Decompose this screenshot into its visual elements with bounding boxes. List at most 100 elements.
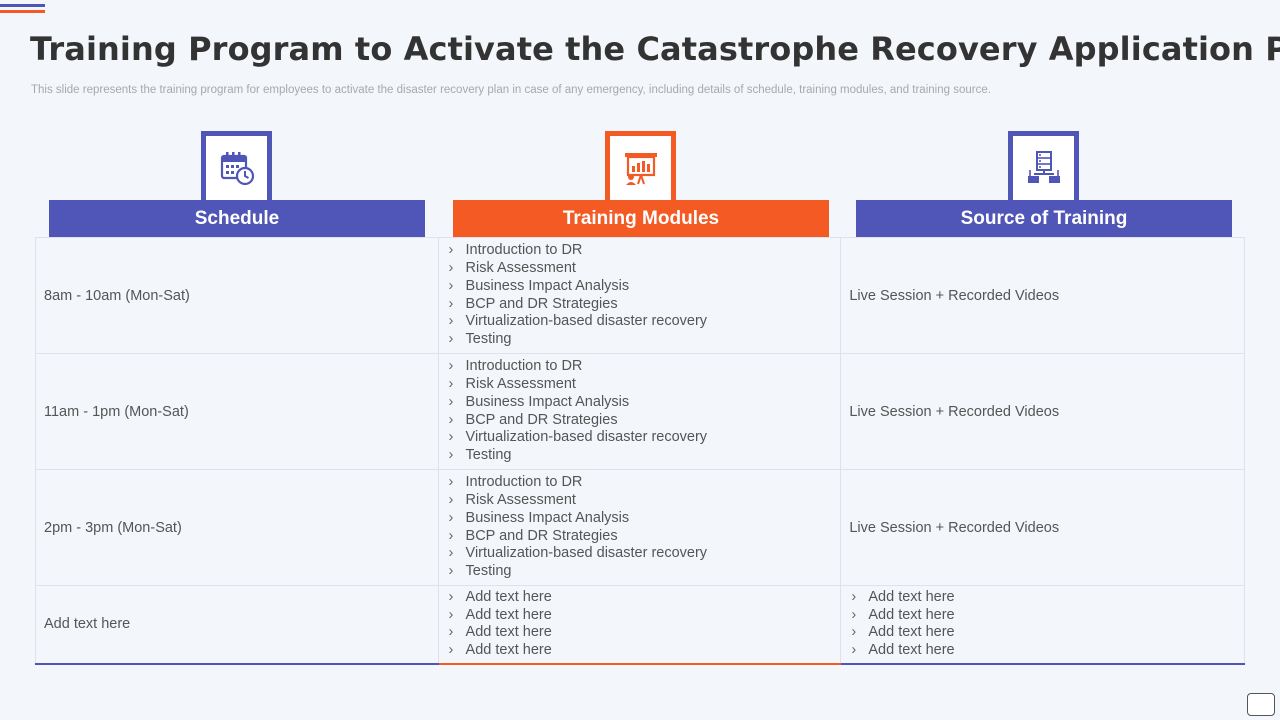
chevron-right-icon: › xyxy=(448,624,454,641)
modules-list: › Introduction to DR › Risk Assessment › Busi… xyxy=(447,474,841,580)
list-item-label: Add text here xyxy=(465,624,552,641)
schedule-icon-box xyxy=(201,131,272,200)
list-item-label: BCP and DR Strategies xyxy=(465,527,618,544)
list-item-label: Virtualization-based disaster recovery xyxy=(465,429,708,446)
chevron-right-icon: › xyxy=(448,260,454,277)
source-icon-box xyxy=(1008,131,1079,200)
list-item-label: Add text here xyxy=(465,606,552,623)
list-item-label: Risk Assessment xyxy=(465,260,576,277)
list-item: › Virtualization-based disaster recovery xyxy=(447,429,841,447)
list-item-label: Virtualization-based disaster recovery xyxy=(465,313,708,330)
list-item: › Add text here xyxy=(849,642,1244,660)
chevron-right-icon: › xyxy=(448,313,454,330)
modules-cell: › Introduction to DR › Risk Assessment › Busi… xyxy=(437,353,842,470)
modules-list: › Introduction to DR › Risk Assessment › Busi… xyxy=(447,358,841,464)
list-item-label: Testing xyxy=(465,446,512,463)
chevron-right-icon: › xyxy=(448,376,454,393)
list-item: › Risk Assessment xyxy=(447,260,841,278)
chevron-right-icon: › xyxy=(448,330,454,347)
slide-title: Training Program to Activate the Catastr… xyxy=(30,30,1280,68)
presentation-board-icon xyxy=(624,153,657,185)
schedule-cell: Add text here xyxy=(35,585,439,665)
list-item: ›Testing xyxy=(447,563,841,581)
list-item: › BCP and DR Strategies xyxy=(447,412,841,430)
server-network-icon xyxy=(1027,151,1060,183)
list-item: › Business Impact Analysis xyxy=(447,394,841,412)
training-modules-icon-box xyxy=(605,131,676,200)
list-item-label: Risk Assessment xyxy=(465,376,576,393)
list-item-label: Add text here xyxy=(868,641,955,658)
source-cell: › Add text here › Add text here › Add text he… xyxy=(840,585,1245,665)
chevron-right-icon: › xyxy=(448,509,454,526)
column-header-training-modules: Training Modules xyxy=(453,200,829,238)
chevron-right-icon: › xyxy=(448,393,454,410)
chevron-right-icon: › xyxy=(448,474,454,491)
chevron-right-icon: › xyxy=(851,641,857,658)
schedule-cell: 11am - 1pm (Mon-Sat) xyxy=(35,353,439,470)
training-program-table: 8am - 10am (Mon-Sat)›Introduction to DR›… xyxy=(35,237,1245,665)
list-item-label: Business Impact Analysis xyxy=(465,393,630,410)
list-item: › Introduction to DR xyxy=(447,358,841,376)
source-list: › Add text here › Add text here › Add text he… xyxy=(849,589,1244,660)
chevron-right-icon: › xyxy=(448,562,454,579)
list-item: ›BCP and DR Strategies xyxy=(447,296,841,314)
chevron-right-icon: › xyxy=(448,545,454,562)
list-item-label: Business Impact Analysis xyxy=(465,277,630,294)
list-item: › Add text here xyxy=(447,607,841,625)
list-item-label: Introduction to DR xyxy=(465,358,583,375)
chevron-right-icon: › xyxy=(448,606,454,623)
list-item: › Introduction to DR xyxy=(447,474,841,492)
list-item: › Risk Assessment xyxy=(447,376,841,394)
chevron-right-icon: › xyxy=(448,641,454,658)
list-item-label: Add text here xyxy=(868,606,955,623)
list-item-label: Add text here xyxy=(868,624,955,641)
chevron-right-icon: › xyxy=(448,429,454,446)
chevron-right-icon: › xyxy=(851,624,857,641)
schedule-cell: 2pm - 3pm (Mon-Sat) xyxy=(35,469,439,586)
list-item-label: Business Impact Analysis xyxy=(465,509,630,526)
chevron-right-icon: › xyxy=(448,242,454,259)
slide-nav-button[interactable] xyxy=(1247,693,1275,716)
list-item: › Add text here xyxy=(849,589,1244,607)
list-item-label: Virtualization-based disaster recovery xyxy=(465,545,708,562)
modules-list: ›Introduction to DR›Risk Assessment›Busi… xyxy=(447,242,841,348)
chevron-right-icon: › xyxy=(448,277,454,294)
list-item: › Add text here xyxy=(447,642,841,660)
chevron-right-icon: › xyxy=(448,588,454,605)
list-item: › Add text here xyxy=(447,624,841,642)
list-item-label: Risk Assessment xyxy=(465,492,576,509)
table-row: Add text here › Add text here › Add text her… xyxy=(35,585,1245,665)
list-item: › Business Impact Analysis xyxy=(447,510,841,528)
list-item: › Risk Assessment xyxy=(447,492,841,510)
list-item: › Add text here xyxy=(849,607,1244,625)
column-header-schedule: Schedule xyxy=(49,200,425,238)
chevron-right-icon: › xyxy=(448,527,454,544)
source-cell: Live Session + Recorded Videos xyxy=(840,237,1245,354)
chevron-right-icon: › xyxy=(851,606,857,623)
list-item-label: Add text here xyxy=(465,641,552,658)
list-item: › BCP and DR Strategies xyxy=(447,528,841,546)
slide-subtitle: This slide represents the training progr… xyxy=(31,84,991,96)
chevron-right-icon: › xyxy=(851,588,857,605)
source-cell: Live Session + Recorded Videos xyxy=(840,353,1245,470)
modules-list: › Add text here › Add text here › Add text he… xyxy=(447,589,841,660)
corner-accent-lines xyxy=(0,4,45,16)
list-item: › Testing xyxy=(447,331,841,349)
table-row: 11am - 1pm (Mon-Sat)›Introduction to DR›… xyxy=(35,353,1245,470)
list-item-label: Testing xyxy=(465,330,512,347)
column-header-source-of-training: Source of Training xyxy=(856,200,1232,238)
list-item-label: BCP and DR Strategies xyxy=(465,411,618,428)
chevron-right-icon: › xyxy=(448,446,454,463)
chevron-right-icon: › xyxy=(448,411,454,428)
modules-cell: › Add text here › Add text here › Add text he… xyxy=(437,585,842,665)
list-item: › Virtualization-based disaster recovery xyxy=(447,313,841,331)
chevron-right-icon: › xyxy=(448,492,454,509)
chevron-right-icon: › xyxy=(448,358,454,375)
chevron-right-icon: › xyxy=(448,295,454,312)
list-item-label: Introduction to DR xyxy=(465,474,583,491)
table-row: 2pm - 3pm (Mon-Sat) › Introduction to DR › R… xyxy=(35,469,1245,586)
list-item: › Testing xyxy=(447,447,841,465)
list-item-label: Add text here xyxy=(465,588,552,605)
list-item-label: Add text here xyxy=(868,588,955,605)
list-item: › Business Impact Analysis xyxy=(447,278,841,296)
